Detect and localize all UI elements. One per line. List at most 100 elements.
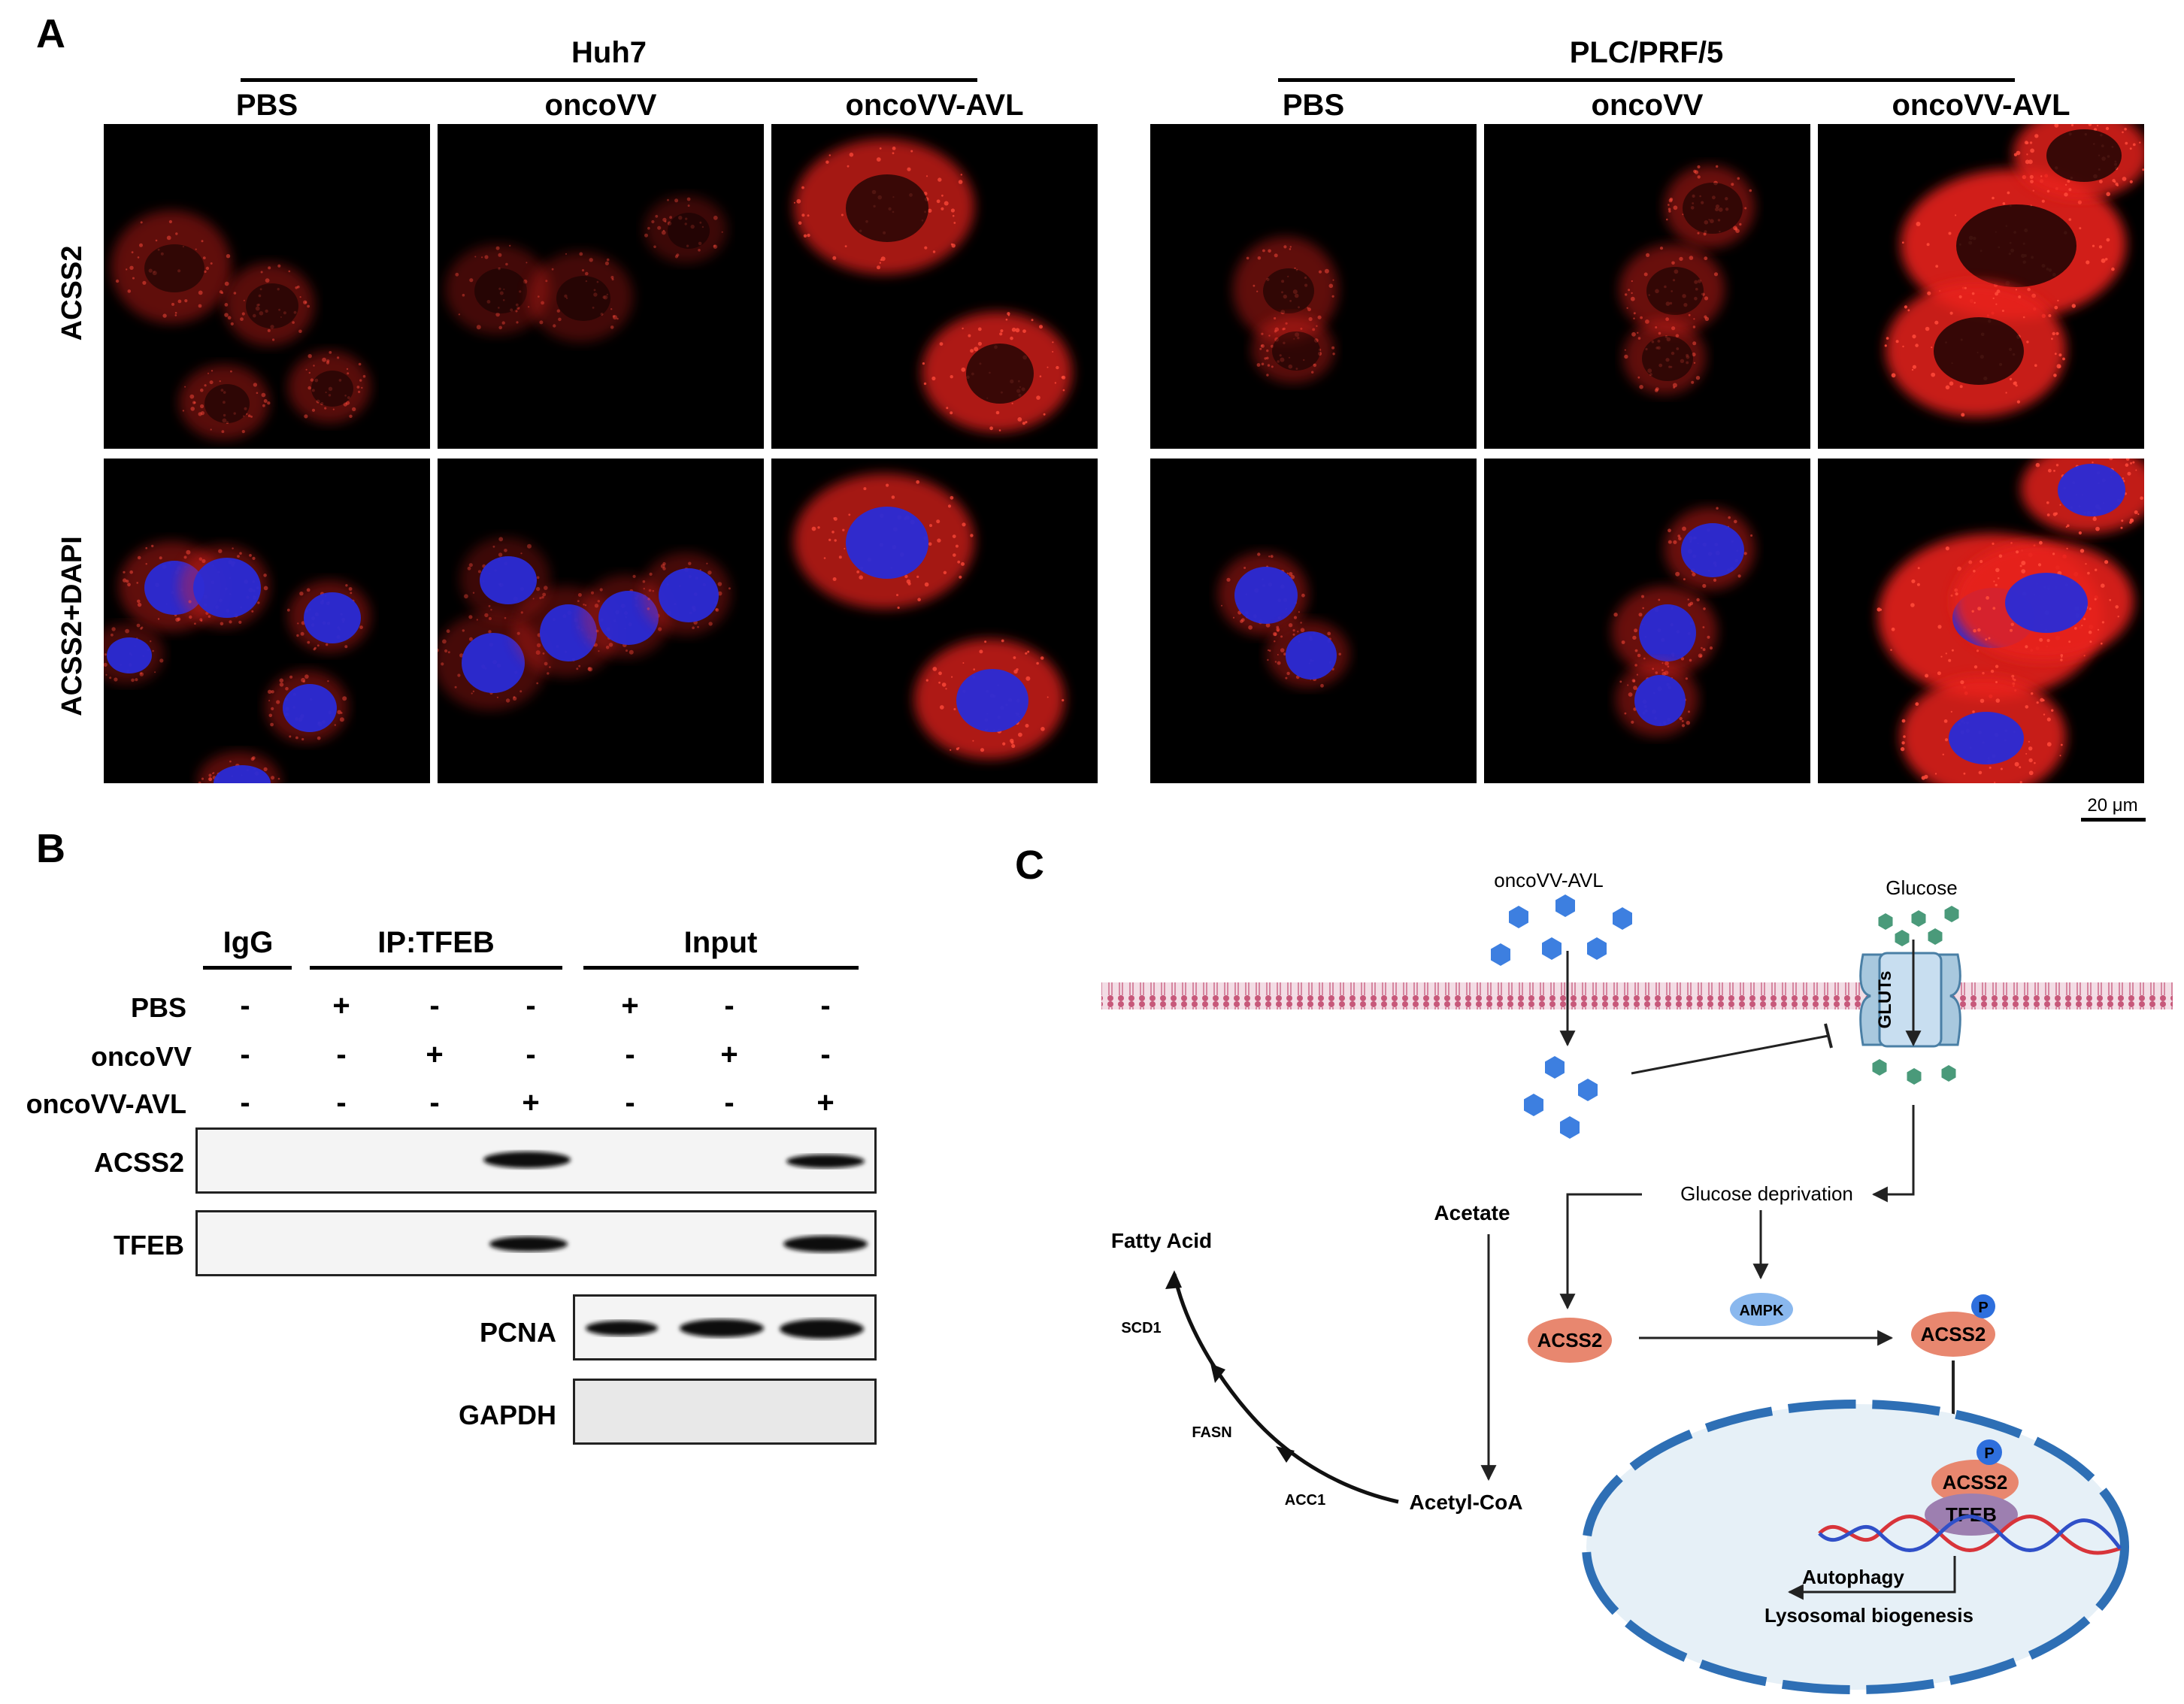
dapi-nucleus [956,669,1028,732]
acss2-punctum [1692,341,1697,346]
panel-label-c: C [1015,843,1044,888]
acss2-punctum [599,588,603,592]
acss2-punctum [632,574,636,578]
acss2-punctum [844,245,847,247]
acss2-punctum [701,225,704,229]
acss2-punctum [2014,761,2019,767]
acss2-punctum [713,244,716,247]
acss2-punctum [1986,596,1989,600]
acss2-punctum [182,410,185,412]
acss2-punctum [476,325,481,330]
acss2-punctum [593,292,598,297]
acss2-punctum [131,678,135,683]
acss2-punctum [1011,743,1016,749]
acss2-punctum [925,175,928,177]
acss2-punctum [458,313,461,316]
acss2-punctum [457,673,461,677]
acss2-punctum [2068,218,2072,221]
acss2-punctum [553,324,556,328]
acss2-punctum [505,262,508,266]
acss2-punctum [715,608,719,612]
acss2-punctum [2016,550,2019,554]
dapi-nucleus [283,684,337,732]
acss2-punctum [1290,574,1295,580]
glucose-deprivation-label: Glucose deprivation [1680,1182,1853,1205]
cond-label-oncovv: oncoVV [90,1041,192,1072]
acss2-punctum [207,372,209,374]
acss2-punctum [1289,248,1292,250]
acss2-punctum [2042,699,2045,702]
acss2-punctum [692,626,695,630]
acss2-punctum [1992,542,1995,545]
glucose-molecule [1944,906,1959,922]
acss2-punctum [268,713,273,718]
acss2-punctum [1948,658,1952,662]
acss2-punctum [1931,347,1933,349]
acss2-punctum [1288,356,1291,359]
acss2-punctum [1961,413,1965,417]
acss2-punctum [136,623,141,628]
acss2-punctum [299,592,304,596]
virus-particle [1555,894,1575,917]
acss2-punctum [297,285,300,289]
acss2-punctum [1992,607,1996,610]
acss2-punctum [1640,316,1643,319]
acss2-punctum [713,215,718,220]
acss2-punctum [699,221,702,224]
acss2-punctum [2048,468,2052,473]
acss2-punctum [2046,189,2050,193]
micrograph-plc-pbs-acss2 [1150,124,1477,449]
acss2-punctum [917,598,921,601]
acss2-punctum [1927,291,1931,295]
acss2-punctum [229,620,232,624]
acss2-punctum [664,220,667,222]
acss2-punctum [1968,560,1973,564]
acss2-punctum [2025,645,2028,649]
acss2-punctum [438,648,440,652]
acss2-punctum [474,256,477,258]
acss2-punctum [154,671,156,673]
acss2-punctum [252,756,256,760]
rule-ip-tfeb [310,966,562,970]
acss2-punctum [833,517,835,519]
acss2-punctum [1677,534,1680,537]
acss2-punctum [1277,360,1280,363]
sign-2-3: + [522,1086,540,1119]
acss2-punctum [519,290,522,293]
acss2-punctum [1995,664,1999,668]
acss2-punctum [1998,554,2003,558]
acss2-punctum [2125,459,2130,461]
acss2-punctum [1018,732,1022,737]
acss2-punctum [1657,346,1661,350]
acss2-punctum [293,310,297,314]
acss2-punctum [1633,312,1636,315]
acss2-punctum [1277,654,1279,655]
acss2-punctum [183,555,187,559]
arrow-to-deprivation [1871,1105,1915,1203]
acss2-punctum [221,292,224,295]
acss2-punctum [495,312,500,317]
acss2-punctum [1637,337,1641,340]
acss2-punctum [596,280,599,283]
acss2-punctum [1288,623,1293,628]
acss2-punctum [879,262,881,264]
acss2-punctum [896,594,898,597]
acss2-punctum [131,251,134,253]
acss2-punctum [544,661,548,666]
acss2-punctum [1308,316,1313,322]
acss2-punctum [288,270,291,273]
acss2-punctum [1271,365,1274,368]
acss2-punctum [2101,583,2105,588]
acss2-punctum [828,154,831,156]
acss2-punctum [1973,628,1977,633]
acss2-punctum [2029,174,2034,179]
glucose-molecule [1878,913,1893,930]
acss2-punctum [509,244,511,247]
acss2-punctum [262,404,265,407]
phospho-badge [1971,1294,1995,1318]
acss2-punctum [263,586,268,591]
acss2-punctum [332,408,335,410]
acss2-punctum [1973,665,1978,669]
acss2-punctum [980,748,985,752]
acss2-punctum [807,233,810,238]
